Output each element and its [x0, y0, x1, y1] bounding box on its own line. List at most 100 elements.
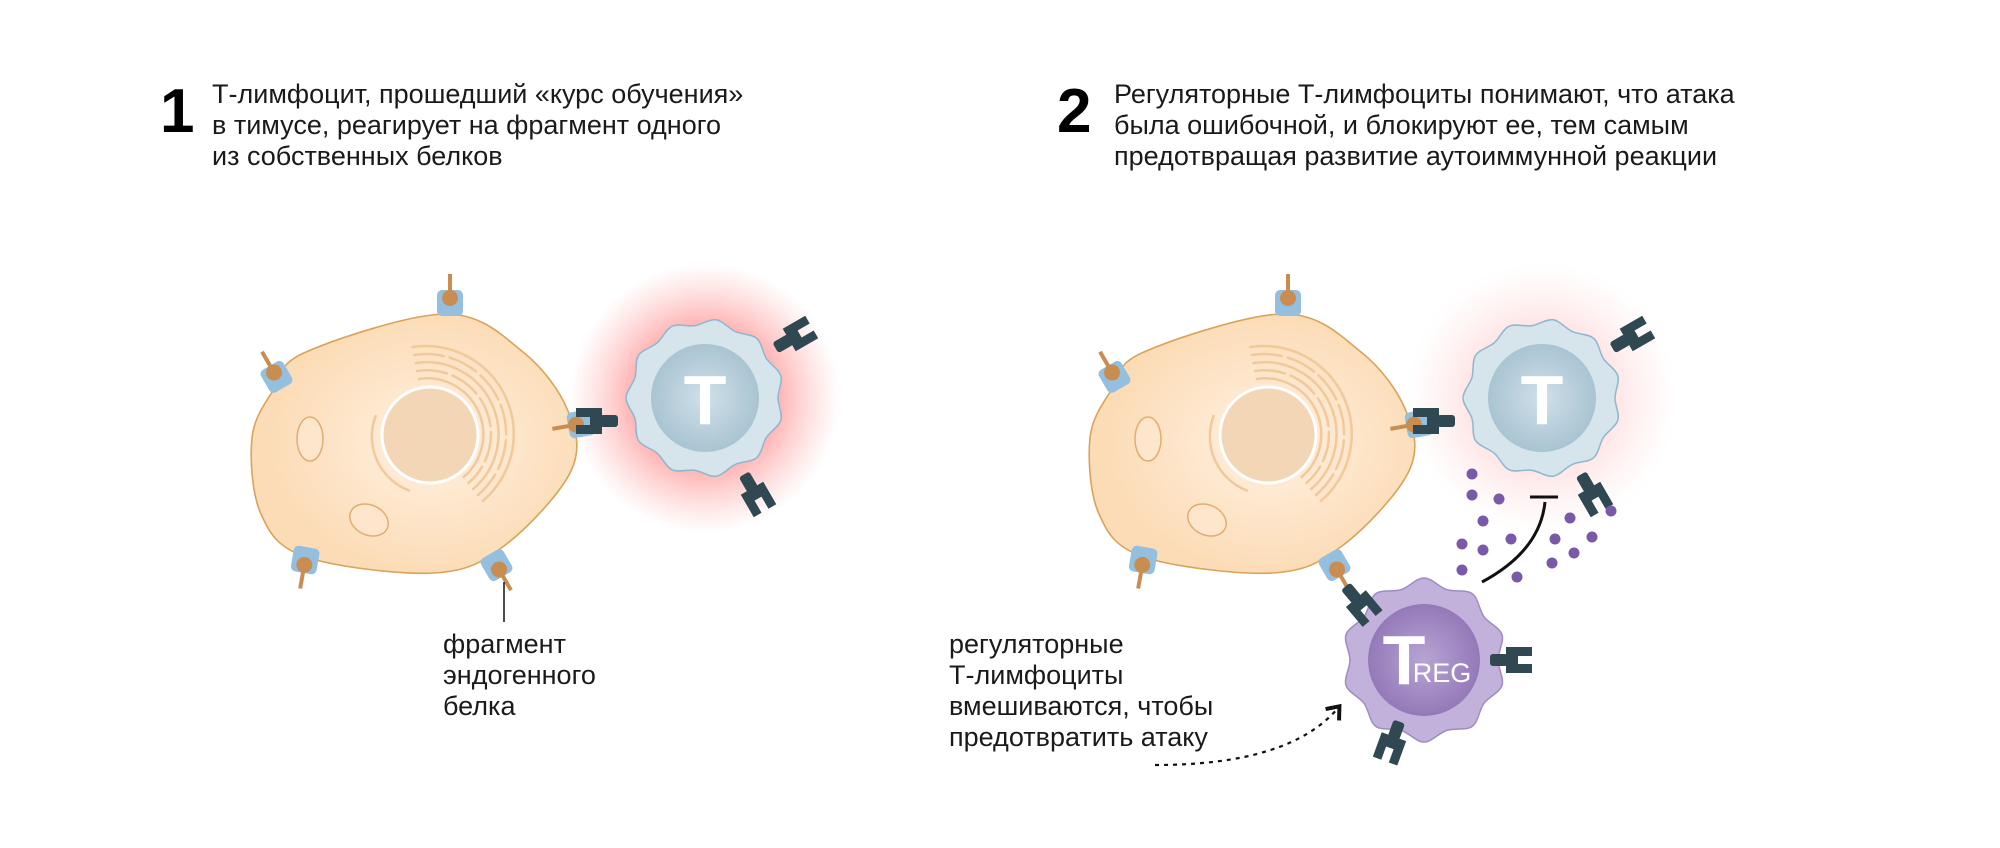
- receptor-head: [1372, 732, 1407, 766]
- treg-label-line-3: вмешиваются, чтобы: [949, 691, 1213, 721]
- endoplasmic-reticulum: [415, 369, 493, 485]
- t-cell-receptor: [1413, 408, 1455, 434]
- receptor-head: [740, 481, 777, 518]
- cytokine-dot: [1511, 571, 1523, 583]
- caption-1-line-3: из собственных белков: [212, 141, 503, 171]
- endoplasmic-reticulum: [1208, 414, 1249, 493]
- mhc-antigen-complex: [1275, 274, 1301, 316]
- mitochondrion: [1134, 416, 1162, 462]
- endoplasmic-reticulum: [1253, 369, 1331, 485]
- t-cell-nucleus: [651, 344, 759, 452]
- cytokines: [1456, 468, 1617, 583]
- caption-1-line-1: Т-лимфоцит, прошедший «курс обучения»: [212, 79, 743, 109]
- receptor-head: [1345, 590, 1383, 627]
- receptor-head: [1577, 481, 1614, 518]
- antigen-fragment: [296, 556, 313, 573]
- receptor-stem: [1342, 583, 1361, 603]
- caption-2-line-2: была ошибочной, и блокируют ее, тем самы…: [1114, 110, 1689, 140]
- cytokine-dot: [1505, 533, 1517, 545]
- treg-nucleus: [1368, 604, 1480, 716]
- receptor-stem: [1610, 334, 1630, 353]
- treg-cell: T REG: [1344, 577, 1504, 743]
- treg-label-line-2: Т-лимфоциты: [949, 660, 1123, 690]
- mhc-antigen-complex: [480, 549, 513, 592]
- antigen-fragment: [1280, 290, 1296, 306]
- caption-2-line-1: Регуляторные Т-лимфоциты понимают, что а…: [1114, 79, 1736, 109]
- cytokine-dot: [1586, 531, 1598, 543]
- cytokine-dot: [1477, 515, 1489, 527]
- mitochondrion: [349, 503, 389, 537]
- fragment-label-line-3: белка: [443, 691, 516, 721]
- receptor-head: [782, 315, 819, 352]
- mhc-antigen-complex: [437, 274, 463, 316]
- treg-label-line-1: регуляторные: [949, 629, 1124, 659]
- t-cell-receptor: [576, 408, 618, 434]
- mhc-antigen-complex: [1128, 545, 1158, 589]
- body-cell-1: [250, 313, 578, 575]
- cytokine-dot: [1605, 505, 1617, 517]
- cytokine-dot: [1546, 557, 1558, 569]
- cytokine-dot: [1493, 493, 1505, 505]
- endoplasmic-reticulum: [417, 377, 485, 479]
- treg-subscript: REG: [1413, 658, 1472, 688]
- cell-nucleus: [380, 385, 480, 485]
- endoplasmic-reticulum: [414, 360, 500, 491]
- t-cell-letter: T: [1521, 361, 1564, 439]
- fragment-label-line-1: фрагмент: [443, 629, 566, 659]
- step-number-1: 1: [160, 77, 194, 146]
- endoplasmic-reticulum: [1249, 344, 1354, 503]
- receptor-head: [1506, 647, 1532, 673]
- t-cell-2: T: [1462, 318, 1619, 478]
- receptor-head: [1619, 315, 1656, 352]
- body-cell-2: [1088, 313, 1416, 575]
- mitochondrion: [1187, 503, 1227, 537]
- endoplasmic-reticulum: [370, 414, 411, 493]
- cytokine-dot: [1568, 547, 1580, 559]
- mhc-antigen-complex: [260, 350, 293, 393]
- cytokine-dot: [1466, 468, 1478, 480]
- mhc-antigen-complex: [290, 545, 320, 589]
- antigen-fragment: [442, 290, 458, 306]
- cytokine-dot: [1466, 489, 1478, 501]
- antigen-fragment: [266, 364, 282, 381]
- t-cell-1: T: [625, 318, 782, 478]
- receptor-stem: [739, 472, 758, 492]
- receptor-stem: [1576, 472, 1595, 492]
- endoplasmic-reticulum: [1255, 377, 1323, 479]
- caption-1-line-2: в тимусе, реагирует на фрагмент одного: [212, 110, 721, 140]
- t-cell-nucleus: [1488, 344, 1596, 452]
- cytokine-dot: [1564, 512, 1576, 524]
- t-cell-receptor: [1372, 720, 1407, 766]
- treg-letter: T: [1383, 621, 1426, 699]
- cytokine-dot: [1549, 533, 1561, 545]
- receptor-stem: [1388, 720, 1405, 740]
- antigen-fragment: [491, 561, 507, 578]
- mhc-antigen-complex: [1098, 350, 1131, 393]
- cytokine-dot: [1456, 538, 1468, 550]
- t-cell-receptor: [1610, 315, 1656, 353]
- mitochondrion: [296, 416, 324, 462]
- receptor-head: [576, 408, 602, 434]
- receptor-stem: [773, 334, 793, 353]
- endoplasmic-reticulum: [411, 344, 516, 503]
- t-cell-receptor: [773, 315, 819, 353]
- endoplasmic-reticulum: [412, 352, 508, 497]
- antigen-fragment: [1104, 364, 1120, 381]
- t-cell-receptor: [1490, 647, 1532, 673]
- cell-nucleus: [1218, 385, 1318, 485]
- treg-label-line-4: предотвратить атаку: [949, 722, 1208, 752]
- cytokine-dot: [1456, 564, 1468, 576]
- t-cell-receptor: [1342, 583, 1383, 627]
- caption-2-line-3: предотвращая развитие аутоиммунной реакц…: [1114, 141, 1717, 171]
- antigen-fragment: [1134, 556, 1151, 573]
- antigen-fragment: [1329, 561, 1345, 578]
- t-cell-receptor: [1576, 472, 1614, 518]
- endoplasmic-reticulum: [1250, 352, 1346, 497]
- receptor-head: [1413, 408, 1439, 434]
- receptor-stem: [600, 415, 618, 427]
- receptor-stem: [1490, 654, 1508, 666]
- receptor-stem: [1437, 415, 1455, 427]
- step-number-2: 2: [1057, 77, 1091, 146]
- cytokine-dot: [1477, 544, 1489, 556]
